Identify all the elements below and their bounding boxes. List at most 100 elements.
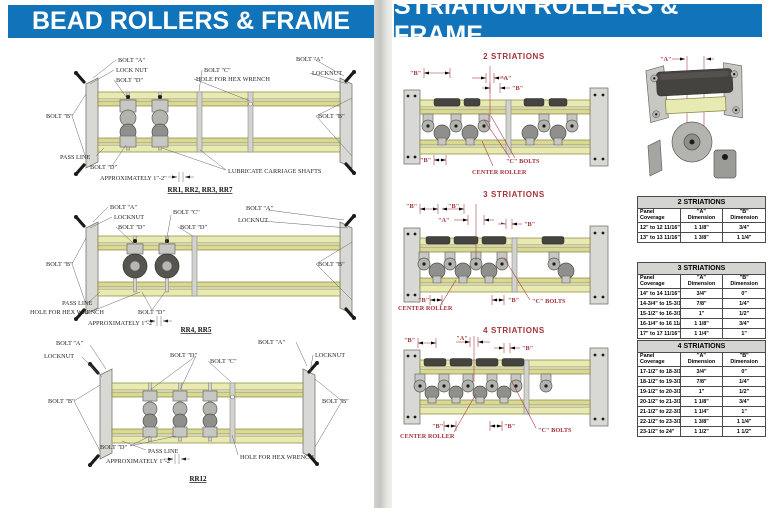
table-header-cell: "A" Dimension [679, 274, 724, 289]
label-bolt-d: BOLT "D" [100, 444, 127, 451]
label-bolt-d: BOLT "D" [118, 224, 145, 231]
heading-2-striations: 2 STRIATIONS [483, 52, 545, 61]
label-bolt-b: BOLT "B" [318, 261, 345, 268]
table-cell: 1 1/8" [679, 396, 724, 407]
label-bolt-c: BOLT "C" [204, 67, 231, 74]
carriage-assembly [142, 382, 218, 442]
bead-diagram-rr4: BOLT "A" LOCKNUT BOLT "D" BOLT "C" BOLT … [30, 204, 356, 334]
roller-detail-view: "A" [645, 56, 743, 179]
label-lubricate: LUBRICATE CARRIAGE SHAFTS [228, 168, 322, 175]
label-bolt-b: BOLT "B" [46, 261, 73, 268]
table-cell: 22-1/2" to 23-3/16" [637, 416, 681, 427]
table-title-row: 2 STRIATIONS [637, 196, 766, 209]
label-c-bolts: "C" BOLTS [532, 298, 566, 305]
table-cell: 1" [679, 386, 724, 397]
frame [85, 221, 353, 315]
bead-page-title: BEAD ROLLERS & FRAME [8, 5, 374, 38]
label-bolt-d: BOLT "D" [116, 77, 143, 84]
table-cell: 20-1/2" to 21-3/16" [637, 396, 681, 407]
table-cell: 1 1/4" [722, 232, 766, 243]
frame [403, 225, 609, 305]
caption-rr1: RR1, RR2, RR3, RR7 [168, 186, 233, 194]
label-hex-wrench: HOLE FOR HEX WRENCH [240, 454, 314, 461]
leader-lines [71, 206, 353, 326]
table-cell: 21-1/2" to 22-3/16" [637, 406, 681, 417]
table-cell: 3/4" [722, 222, 766, 233]
table-cell: 0" [722, 288, 766, 299]
table-cell: 1/2" [722, 308, 766, 319]
label-bolt-b: BOLT "B" [48, 398, 75, 405]
table-row: 14-3/4" to 15-3/16"7/8"1/4" [637, 298, 766, 309]
label-c-bolts: "C" BOLTS [538, 427, 572, 434]
label-pass-line: PASS LINE [62, 300, 93, 307]
striation-diagram-3: "B" "B" "A" "B" "B" "B" "C" BOLTS CENTER… [398, 203, 609, 312]
label-bolt-a: BOLT "A" [56, 340, 83, 347]
label-bolt-a: BOLT "A" [246, 205, 273, 212]
table-cell: 7/8" [679, 298, 724, 309]
table-cell: 7/8" [679, 376, 724, 387]
dim-b: "B" [522, 345, 533, 352]
frame [85, 77, 353, 169]
lower-wheel [671, 121, 713, 163]
table-header-cell: "A" Dimension [679, 208, 724, 223]
dim-b: "B" [512, 85, 523, 92]
page-gutter [374, 0, 392, 508]
table-cell: 3/4" [722, 318, 766, 329]
table-cell: 1 1/4" [679, 406, 724, 417]
dim-b: "B" [406, 203, 417, 210]
striation-diagram-4: "B" "A" "B" "B" "B" "C" BOLTS CENTER ROL… [400, 335, 609, 440]
table-column-header-row: Panel Coverage"A" Dimension"B" Dimension [637, 208, 766, 223]
label-bolt-a: BOLT "A" [296, 56, 323, 63]
dimension-lines [423, 66, 516, 167]
table-row: 23-1/2" to 24"1 1/2"1 1/2" [637, 426, 766, 437]
table-header-cell: 4 STRIATIONS [637, 340, 766, 353]
table-header-cell: Panel Coverage [637, 352, 681, 367]
table-cell: 17" to 17 11/16" [637, 328, 681, 339]
frame [403, 87, 609, 167]
table-cell: 1 1/4" [679, 328, 724, 339]
label-center-roller: CENTER ROLLER [398, 305, 453, 312]
table-header-cell: "B" Dimension [722, 274, 766, 289]
table-cell: 1" [722, 406, 766, 417]
label-bolt-b: BOLT "B" [318, 113, 345, 120]
table-row: 20-1/2" to 21-3/16"1 1/8"3/4" [637, 396, 766, 407]
carriage-assembly [119, 91, 169, 151]
bead-diagram-rr1: BOLT "A" LOCK NUT BOLT "D" BOLT "C" HOLE… [46, 56, 356, 194]
table-header-cell: "B" Dimension [722, 352, 766, 367]
table-row: 14" to 14 11/16"3/4"0" [637, 288, 766, 299]
table-cell: 1" [722, 328, 766, 339]
wedge-part [647, 139, 663, 177]
table-row: 18-1/2" to 19-3/16"7/8"1/4" [637, 376, 766, 387]
table-row: 13" to 13 11/16"1 3/8"1 1/4" [637, 232, 766, 243]
leader-lines [73, 341, 343, 464]
bead-diagram-rr12: BOLT "A" LOCKNUT BOLT "B" BOLT "D" BOLT … [44, 339, 349, 483]
caption-rr12: RR12 [189, 475, 207, 483]
table-title-row: 3 STRIATIONS [637, 262, 766, 275]
dim-b: "B" [504, 423, 515, 430]
table-cell: 1 3/8" [679, 416, 724, 427]
table-cell: 3/4" [679, 288, 724, 299]
table-cell: 17-1/2" to 18-3/16" [637, 366, 681, 377]
table-cell: 18-1/2" to 19-3/16" [637, 376, 681, 387]
table-header-cell: 3 STRIATIONS [637, 262, 766, 275]
table-cell: 14" to 14 11/16" [637, 288, 681, 299]
table-row: 15-1/2" to 16-3/16"1"1/2" [637, 308, 766, 319]
label-locknut: LOCKNUT [315, 352, 345, 359]
roller-carriages [421, 113, 579, 146]
table-cell: 1/4" [722, 298, 766, 309]
label-c-bolts: "C" BOLTS [506, 158, 540, 165]
table-cell: 14-3/4" to 15-3/16" [637, 298, 681, 309]
table-cell: 1 1/8" [679, 318, 724, 329]
label-bolt-c: BOLT "C" [210, 358, 237, 365]
label-bolt-b: BOLT "B" [322, 398, 349, 405]
table-row: 16-1/4" to 16 11/16"1 1/8"3/4" [637, 318, 766, 329]
label-locknut: LOCKNUT [238, 217, 268, 224]
dim-b: "B" [418, 297, 429, 304]
label-bolt-d: BOLT "D" [180, 224, 207, 231]
table-cell: 19-1/2" to 20-3/16" [637, 386, 681, 397]
dim-b: "B" [448, 203, 459, 210]
leader-lines [71, 58, 353, 182]
dimension-lines [419, 204, 531, 307]
label-pass-line: PASS LINE [148, 448, 179, 455]
